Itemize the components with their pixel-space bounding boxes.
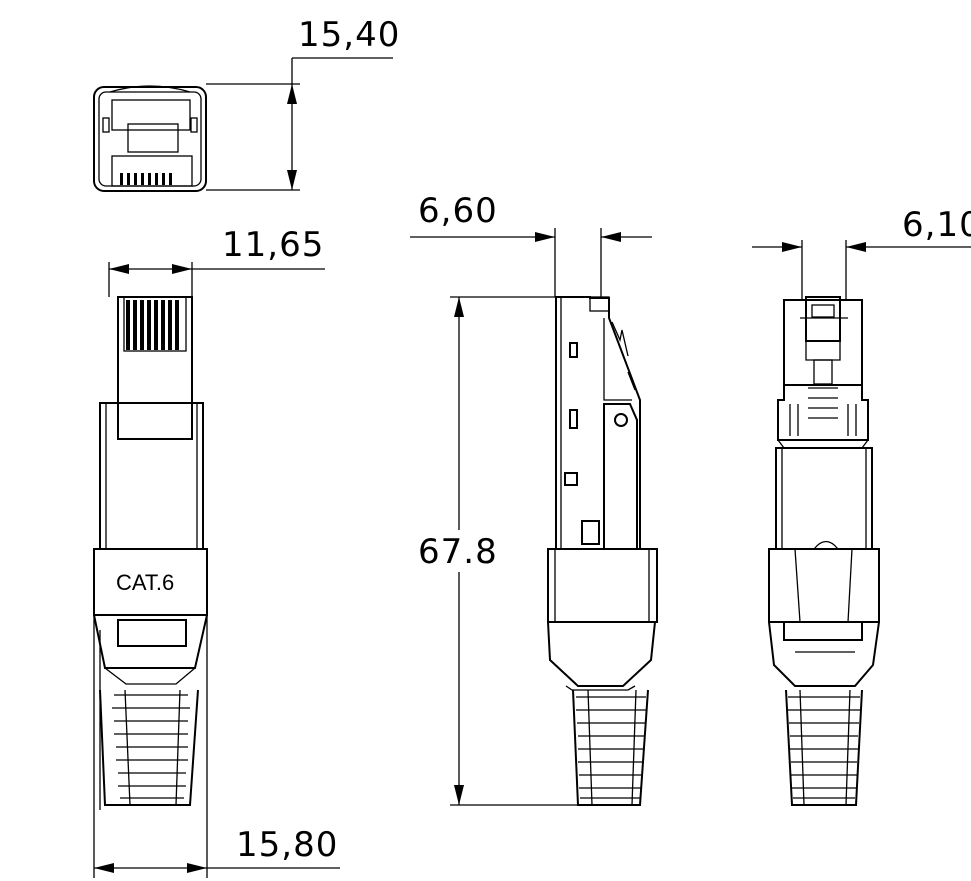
top-view: CAT.6 bbox=[93, 296, 208, 810]
dimension-boot-width: 15,80 bbox=[93, 615, 340, 878]
dimension-front-height: 15,40 bbox=[206, 15, 400, 191]
dimension-side-width: 6,60 bbox=[410, 191, 652, 297]
cat6-label: CAT.6 bbox=[116, 570, 174, 595]
dim-label-front-height: 15,40 bbox=[298, 15, 400, 55]
front-end-view bbox=[93, 85, 207, 192]
dim-label-overall-length: 67.8 bbox=[418, 532, 498, 572]
dimension-overall-length: 67.8 bbox=[418, 296, 578, 806]
dimension-top-width: 11,65 bbox=[108, 225, 325, 297]
side-view bbox=[547, 296, 658, 806]
dim-label-boot-width: 15,80 bbox=[236, 825, 338, 865]
dim-label-top-width: 11,65 bbox=[222, 225, 324, 265]
dimension-right-width: 6,10 bbox=[752, 205, 971, 300]
dim-label-right-width: 6,10 bbox=[902, 205, 971, 245]
dim-label-side-width: 6,60 bbox=[418, 191, 498, 231]
bottom-view bbox=[768, 296, 880, 806]
